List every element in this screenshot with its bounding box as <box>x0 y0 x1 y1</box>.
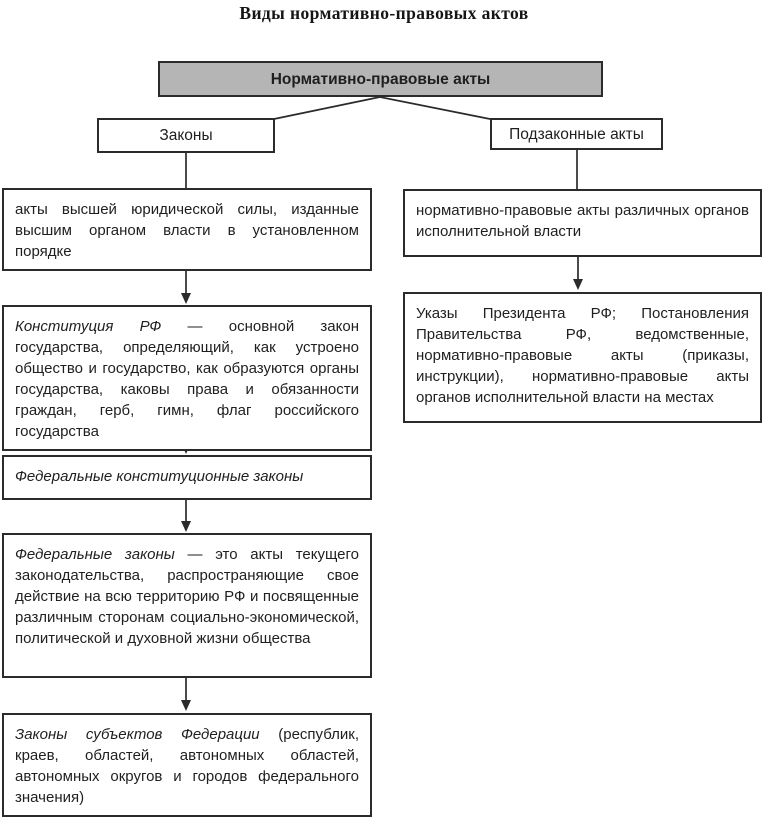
page-title: Виды нормативно-правовых актов <box>239 3 529 23</box>
subject-laws-term: Законы субъектов Федерации <box>15 726 260 743</box>
branch-laws-label: Законы <box>159 127 213 144</box>
connector-root-to-laws <box>273 96 381 120</box>
subject-laws-box: Законы субъектов Федерации (республик, к… <box>2 713 372 817</box>
arrow-l1-l2-head <box>181 293 191 304</box>
bylaws-definition-text: нормативно-правовые акты различных орган… <box>416 202 749 240</box>
decrees-box: Указы Президента РФ; Постановления Прави… <box>403 292 762 423</box>
root-box-normative-legal-acts: Нормативно-правовые акты <box>158 61 603 97</box>
laws-definition-box: акты высшей юридической силы, изданные в… <box>2 188 372 271</box>
arrow-l3-l4-head <box>181 521 191 532</box>
arrow-r1-r2-head <box>573 279 583 290</box>
federal-laws-term: Федеральные законы <box>15 546 175 563</box>
constitution-text: — основной закон государства, определяющ… <box>15 318 359 440</box>
bylaws-definition-box: нормативно-правовые акты различных орган… <box>403 189 762 257</box>
branch-box-bylaws: Подзаконные акты <box>490 118 663 150</box>
federal-laws-box: Федеральные законы — это акты текущего з… <box>2 533 372 678</box>
arrow-l4-l5-head <box>181 700 191 711</box>
root-box-label: Нормативно-правовые акты <box>270 70 491 88</box>
constitution-term: Конституция РФ <box>15 318 162 335</box>
federal-constitutional-laws-box: Федеральные конституционные законы <box>2 455 372 500</box>
subject-laws-text: (республик, краев, областей, автономных … <box>15 726 359 806</box>
constitution-box: Конституция РФ — основной закон государс… <box>2 305 372 451</box>
federal-constitutional-laws-term: Федеральные конституционные законы <box>15 468 304 485</box>
connector-root-to-bylaws <box>379 96 491 120</box>
branch-box-laws: Законы <box>97 118 275 153</box>
branch-bylaws-label: Подзаконные акты <box>509 125 644 143</box>
decrees-text: Указы Президента РФ; Постановления Прави… <box>416 305 749 406</box>
laws-definition-text: акты высшей юридической силы, изданные в… <box>15 201 359 260</box>
federal-laws-text: — это акты текущего законодательства, ра… <box>15 546 359 647</box>
